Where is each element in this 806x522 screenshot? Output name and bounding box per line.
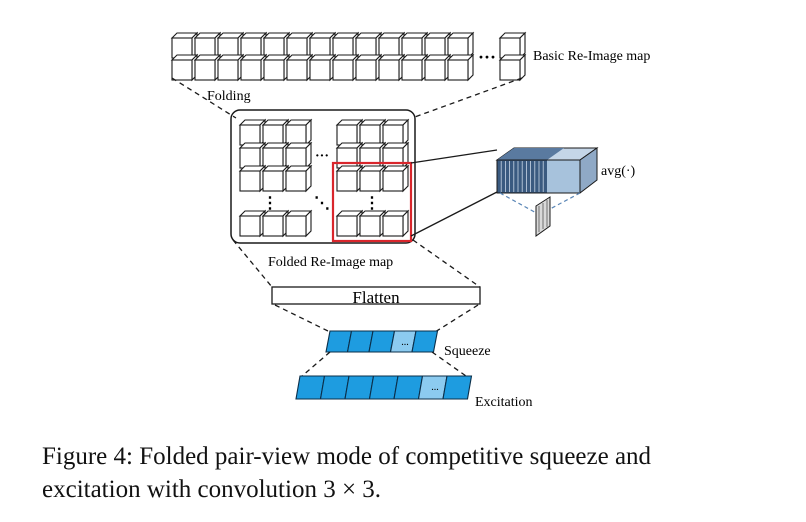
excitation-dots: ... bbox=[431, 382, 439, 393]
folded-map-cell bbox=[262, 210, 289, 237]
squeeze-vector bbox=[325, 330, 439, 353]
connector-top bbox=[410, 149, 498, 164]
folded-map-cell bbox=[285, 142, 312, 169]
conv-window-highlight bbox=[331, 161, 413, 243]
squeeze-line-left bbox=[274, 304, 331, 333]
folded-map-cell bbox=[336, 142, 363, 169]
folded-dots-diagonal: ⋱ bbox=[314, 195, 330, 212]
flatten-bar bbox=[271, 286, 481, 305]
folded-map-cell bbox=[382, 165, 409, 192]
caption-line-2: excitation with convolution 3 × 3. bbox=[42, 476, 382, 503]
folded-map-cell bbox=[336, 210, 363, 237]
basic-map-cell bbox=[240, 32, 267, 59]
pool-line-right bbox=[549, 192, 581, 210]
folded-map-cell bbox=[382, 210, 409, 237]
basic-map-cell bbox=[309, 54, 336, 81]
folded-map-cell bbox=[359, 210, 386, 237]
folded-dots-horizontal: ··· bbox=[315, 149, 329, 164]
basic-map-cell bbox=[447, 54, 474, 81]
vector-cell bbox=[344, 375, 375, 400]
pooled-plate bbox=[535, 196, 551, 237]
squeeze-line-right bbox=[434, 304, 479, 333]
excitation-label: Excitation bbox=[475, 395, 533, 410]
figure-caption: Figure 4: Folded pair-view mode of compe… bbox=[42, 440, 802, 506]
basic-map-dots: ··· bbox=[478, 47, 496, 67]
basic-map-cell bbox=[332, 32, 359, 59]
folded-map-cell bbox=[359, 142, 386, 169]
figure-diagram: ··· Basic Re-Image map Folding ··· ⋮ ⋮ ⋱… bbox=[171, 32, 650, 410]
folded-dots-vertical-left: ⋮ bbox=[262, 195, 278, 212]
vector-cell bbox=[319, 375, 350, 400]
folded-map-cell bbox=[262, 119, 289, 146]
basic-map-cell bbox=[217, 54, 244, 81]
flatten-label: Flatten bbox=[352, 288, 400, 307]
basic-map-cell bbox=[378, 32, 405, 59]
basic-map-cell bbox=[332, 54, 359, 81]
vector-cell bbox=[393, 375, 424, 400]
basic-map-cell bbox=[286, 32, 313, 59]
vector-cell bbox=[295, 375, 326, 400]
excite-line-right bbox=[431, 351, 467, 377]
excite-line-left bbox=[301, 351, 331, 377]
folding-line-left bbox=[171, 77, 237, 119]
basic-map-cell bbox=[355, 54, 382, 81]
basic-map-cell bbox=[424, 32, 451, 59]
basic-map-cell bbox=[194, 54, 221, 81]
folded-map-cell bbox=[239, 119, 266, 146]
folded-map-cell bbox=[382, 119, 409, 146]
basic-map-cell bbox=[401, 54, 428, 81]
folded-map-cell bbox=[336, 165, 363, 192]
basic-map-label: Basic Re-Image map bbox=[533, 49, 650, 64]
folded-map-cell bbox=[239, 165, 266, 192]
folded-map-cell bbox=[359, 165, 386, 192]
basic-map-cell bbox=[263, 54, 290, 81]
basic-map-cell bbox=[355, 32, 382, 59]
folded-map-cell bbox=[239, 210, 266, 237]
vector-cell bbox=[368, 375, 399, 400]
pool-line-left bbox=[499, 192, 541, 216]
folded-map-cell bbox=[285, 210, 312, 237]
folded-map-cell bbox=[262, 142, 289, 169]
folded-map-label: Folded Re-Image map bbox=[268, 255, 393, 270]
basic-map-cell bbox=[217, 32, 244, 59]
basic-map-cell bbox=[424, 54, 451, 81]
avg-label: avg(·) bbox=[601, 164, 636, 179]
flatten-line-right bbox=[412, 239, 481, 288]
basic-map-cell bbox=[263, 32, 290, 59]
folded-map-frame bbox=[230, 109, 416, 244]
basic-reimage-map bbox=[171, 32, 526, 81]
basic-map-cell bbox=[286, 54, 313, 81]
basic-map-cell bbox=[499, 32, 526, 59]
folded-map-cell bbox=[285, 119, 312, 146]
basic-map-cell bbox=[499, 54, 526, 81]
folded-map-cell bbox=[382, 142, 409, 169]
folding-label: Folding bbox=[207, 89, 251, 104]
folded-map-cell bbox=[239, 142, 266, 169]
basic-map-cell bbox=[194, 32, 221, 59]
folded-map-cells bbox=[239, 119, 409, 237]
folding-line-right bbox=[411, 77, 523, 119]
basic-map-cell bbox=[171, 54, 198, 81]
feature-block-3d bbox=[495, 147, 599, 195]
folded-map-cell bbox=[359, 119, 386, 146]
basic-map-cell bbox=[378, 54, 405, 81]
squeeze-label: Squeeze bbox=[444, 344, 491, 359]
basic-map-cell bbox=[240, 54, 267, 81]
basic-map-cell bbox=[401, 32, 428, 59]
vector-cell bbox=[411, 330, 439, 353]
folded-dots-vertical-right: ⋮ bbox=[364, 195, 380, 212]
caption-line-1: Figure 4: Folded pair-view mode of compe… bbox=[42, 443, 652, 470]
flatten-line-left bbox=[232, 239, 273, 288]
vector-cell bbox=[442, 375, 473, 400]
squeeze-dots: ... bbox=[401, 337, 409, 348]
basic-map-cell bbox=[171, 32, 198, 59]
basic-map-cell bbox=[309, 32, 336, 59]
folded-map-cell bbox=[285, 165, 312, 192]
excitation-vector bbox=[295, 375, 473, 400]
folded-map-cell bbox=[336, 119, 363, 146]
folded-map-cell bbox=[262, 165, 289, 192]
connector-bottom bbox=[410, 191, 498, 237]
basic-map-cell bbox=[447, 32, 474, 59]
